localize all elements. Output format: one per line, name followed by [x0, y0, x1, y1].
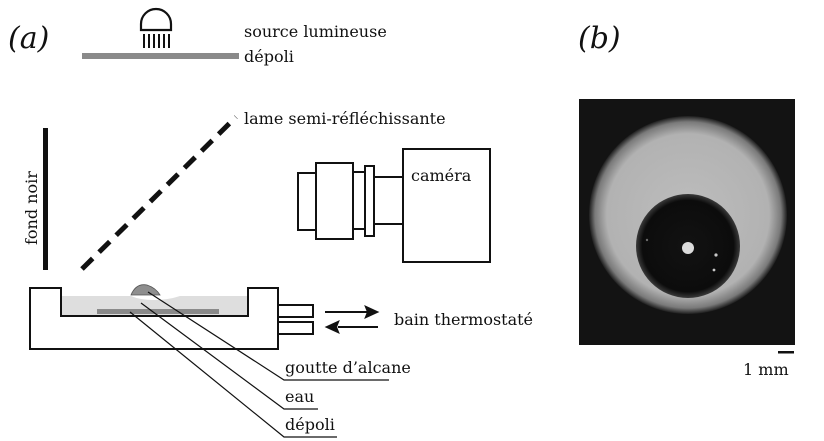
bottom-diffuser-label: dépoli — [285, 415, 335, 434]
scale-bar — [778, 351, 794, 354]
thermostat-tank — [29, 284, 314, 350]
light-source-icon — [139, 7, 173, 48]
water-label: eau — [285, 387, 314, 406]
panel-b-label: (b) — [578, 21, 621, 56]
plate-label: lame semi-réfléchissante — [244, 109, 446, 128]
source-label: source lumineuse — [244, 22, 387, 41]
black-background-label: fond noir — [22, 171, 41, 245]
bath-flow-arrows-icon — [324, 305, 380, 334]
black-background-bar — [43, 128, 48, 270]
drop-label: goutte d’alcane — [285, 358, 411, 377]
top-diffuser-label: dépoli — [244, 47, 294, 66]
drop-photograph — [579, 99, 795, 345]
panel-a-label: (a) — [8, 21, 49, 56]
top-diffuser — [82, 53, 239, 59]
bath-label: bain thermostaté — [394, 310, 533, 329]
leader-lines — [129, 291, 389, 438]
semi-reflecting-plate — [80, 115, 238, 271]
camera-icon — [297, 148, 491, 263]
scale-bar-label: 1 mm — [743, 360, 789, 379]
camera-label: caméra — [411, 166, 472, 185]
